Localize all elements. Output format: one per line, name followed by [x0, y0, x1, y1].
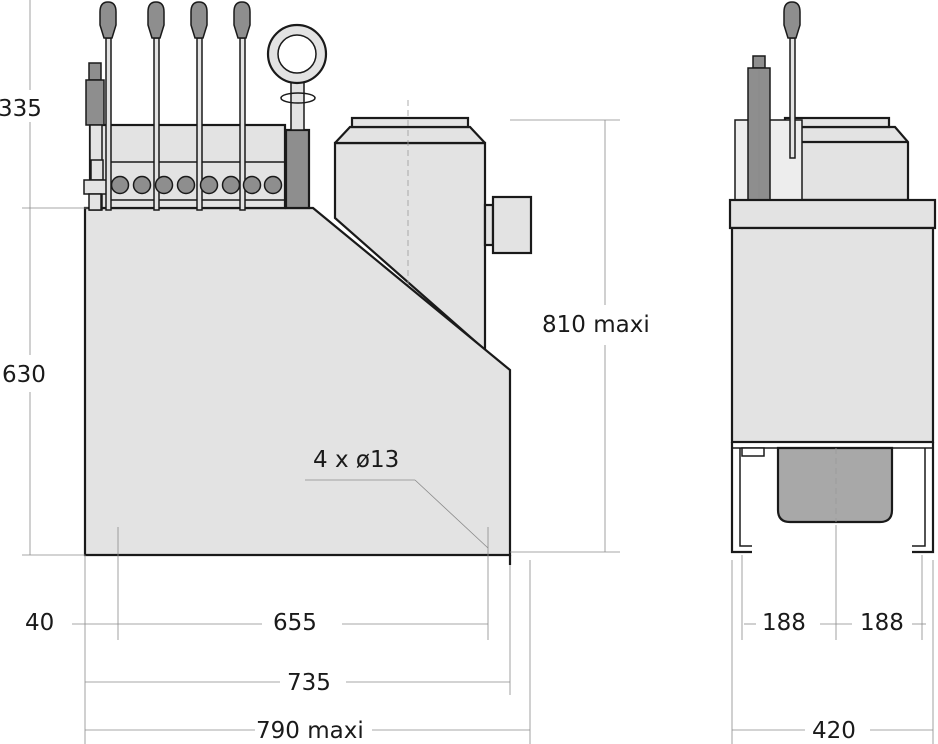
dim-holes: 4 x ø13	[313, 447, 399, 473]
side-lever	[783, 1, 801, 159]
valve-block	[88, 123, 287, 210]
side-dimension-lines	[731, 525, 934, 744]
dim-body-length: 735	[287, 670, 331, 696]
lever-3	[190, 1, 208, 211]
front-dimension-lines	[22, 0, 620, 744]
side-body	[728, 198, 937, 444]
control-levers	[99, 1, 251, 211]
dim-length-overall: 790 maxi	[256, 718, 364, 744]
side-view	[728, 1, 937, 744]
pressure-gauge	[266, 23, 328, 210]
dim-side-left: 188	[762, 610, 806, 636]
dim-foot-spacing: 655	[273, 610, 317, 636]
dim-width-overall: 420	[812, 718, 856, 744]
dim-height-overall: 810 maxi	[542, 312, 650, 338]
dim-offset-left: 40	[25, 610, 54, 636]
valve-knobs	[110, 175, 283, 195]
side-cylinder	[83, 62, 109, 211]
lever-4	[233, 1, 251, 211]
lever-2	[147, 1, 165, 211]
dimension-labels: 335 630 810 maxi 4 x ø13 40 655 735 790 …	[0, 96, 904, 744]
dim-height-body: 630	[2, 362, 46, 388]
motor-cap	[483, 195, 533, 255]
reservoir-tank	[333, 100, 487, 353]
side-cylinder	[747, 55, 771, 201]
side-frame	[730, 442, 935, 554]
lever-1	[99, 1, 117, 211]
dim-side-right: 188	[860, 610, 904, 636]
front-view	[22, 0, 620, 744]
dim-height-top: 335	[0, 96, 42, 122]
